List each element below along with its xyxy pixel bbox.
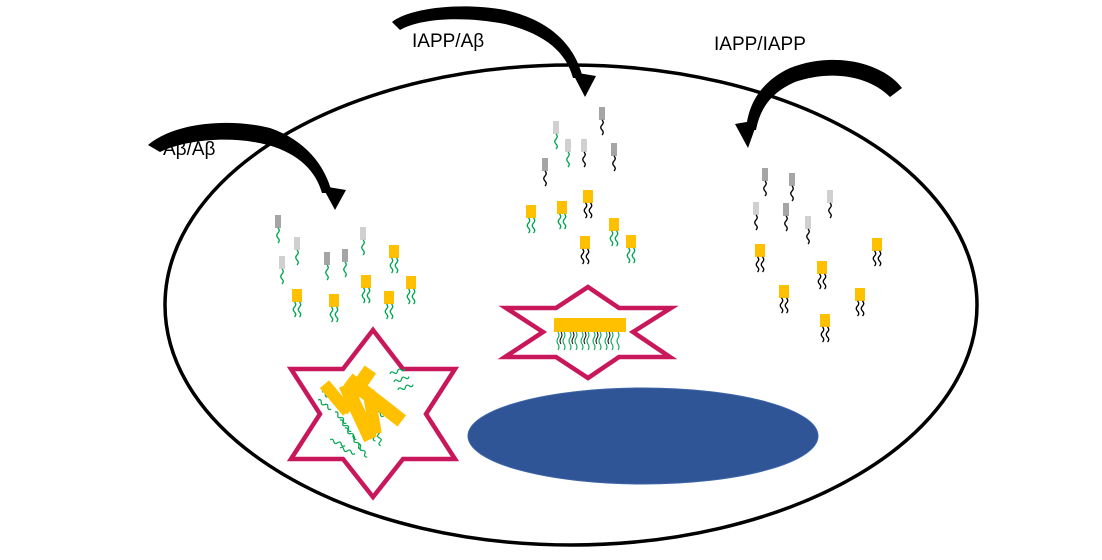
monomer-group-iapp [753, 168, 882, 342]
label-iapp-iapp: IAPP/IAPP [714, 34, 806, 55]
curved-arrow-icon [392, 6, 596, 97]
hexagram-star-icon [286, 326, 460, 501]
nucleus [467, 387, 819, 485]
oligomer-iapp-ab [554, 318, 626, 351]
label-iapp-ab: IAPP/Aβ [412, 31, 485, 52]
monomer-group-ab [275, 215, 416, 322]
curved-arrow-icon [148, 122, 346, 210]
fibril-aggregate-ab [316, 365, 415, 459]
curved-arrow-icon [735, 59, 902, 148]
fibril-bar-icon [319, 380, 353, 416]
label-ab-ab: Aβ/Aβ [163, 139, 216, 160]
monomer-group-iapp-ab [526, 107, 636, 264]
fibril-bar-icon [362, 389, 382, 435]
hexagram-star-icon [497, 284, 679, 381]
